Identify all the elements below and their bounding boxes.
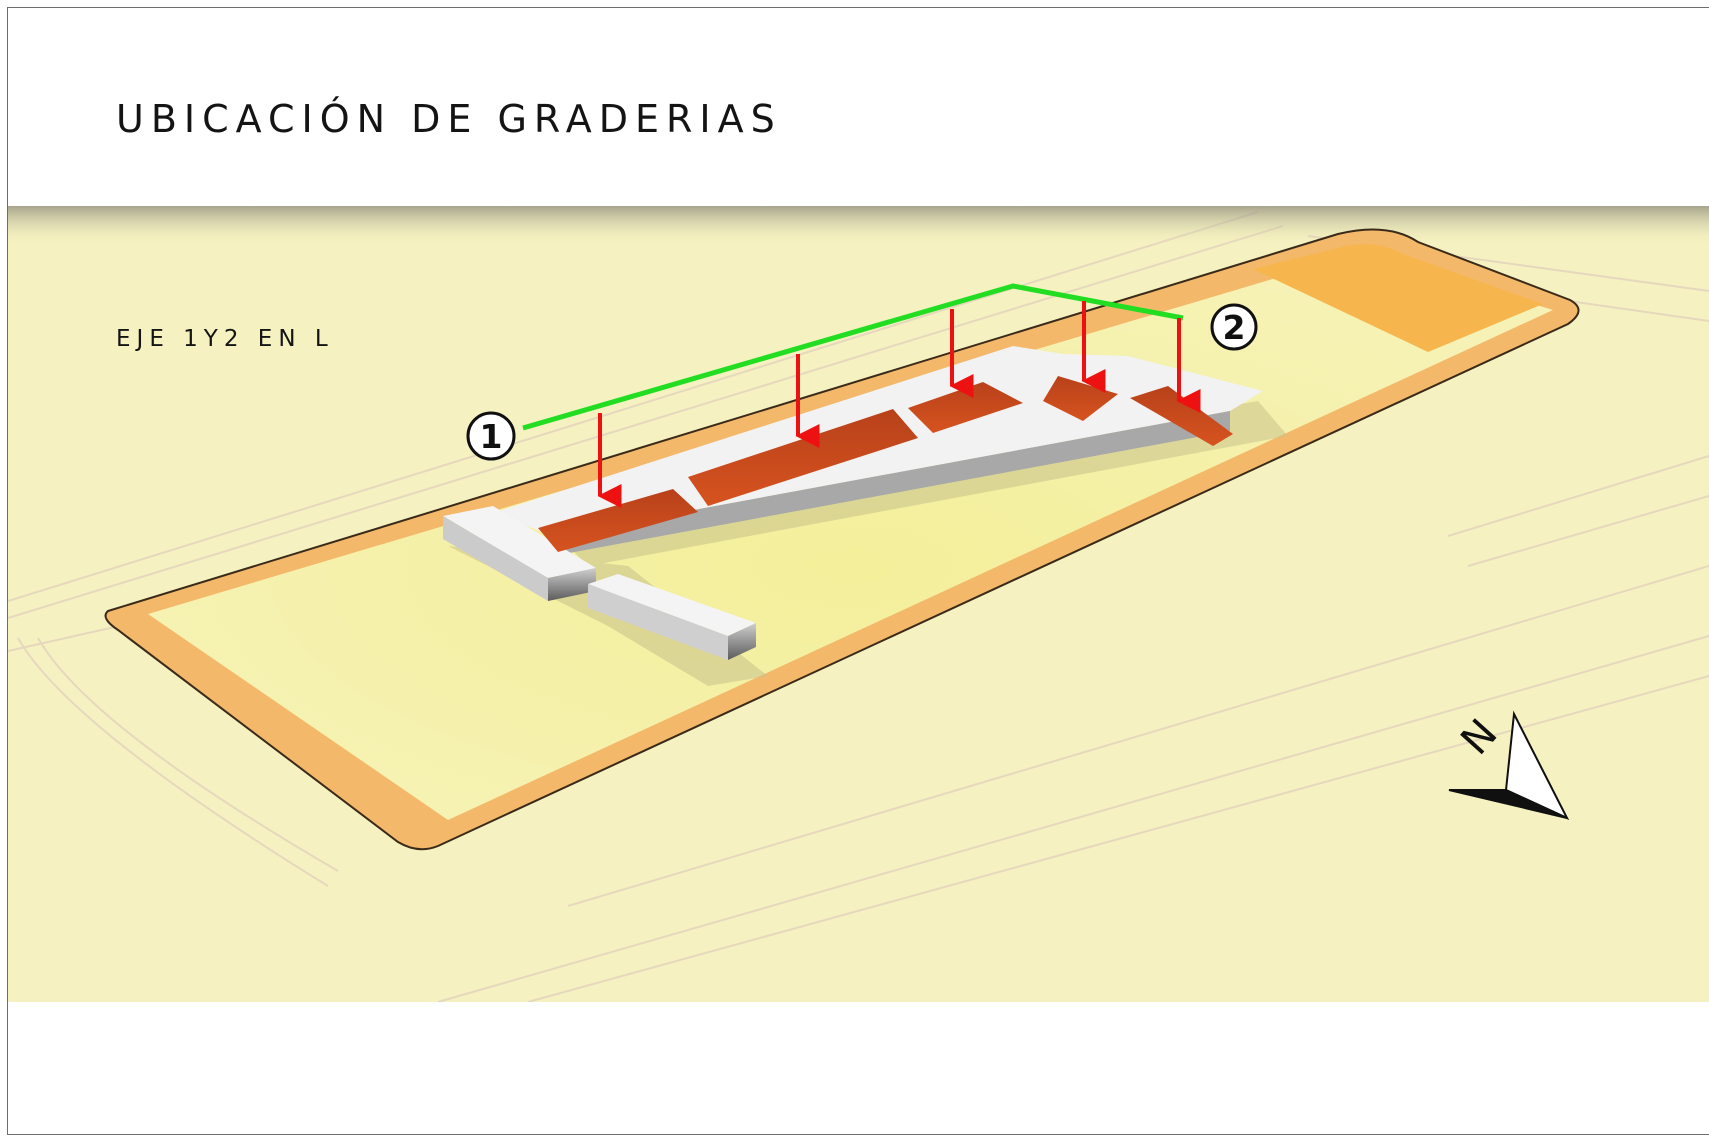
diagram-subtitle: EJE 1Y2 EN L [116,326,334,352]
grandstands [538,376,1233,552]
axis-marker-2-label: 2 [1223,308,1246,347]
axis-marker-2: 2 [1210,303,1258,351]
header-band [8,8,1709,206]
grandstand-3 [908,382,1023,433]
north-arrow-icon: N [1448,710,1570,821]
grandstand-1 [538,489,698,552]
axis-marker-1-label: 1 [480,417,503,456]
grandstand-4 [1043,376,1118,421]
grandstand-5 [1130,386,1233,446]
axis-marker-1: 1 [466,411,516,461]
orange-zone [1253,244,1543,352]
axis-line [522,283,1184,431]
site-diagram: 1 2 N [8,206,1709,1002]
grandstand-2 [688,409,918,506]
red-arrows [597,301,1201,508]
header-shadow [8,206,1709,246]
page-title: UBICACIÓN DE GRADERIAS [116,97,782,141]
